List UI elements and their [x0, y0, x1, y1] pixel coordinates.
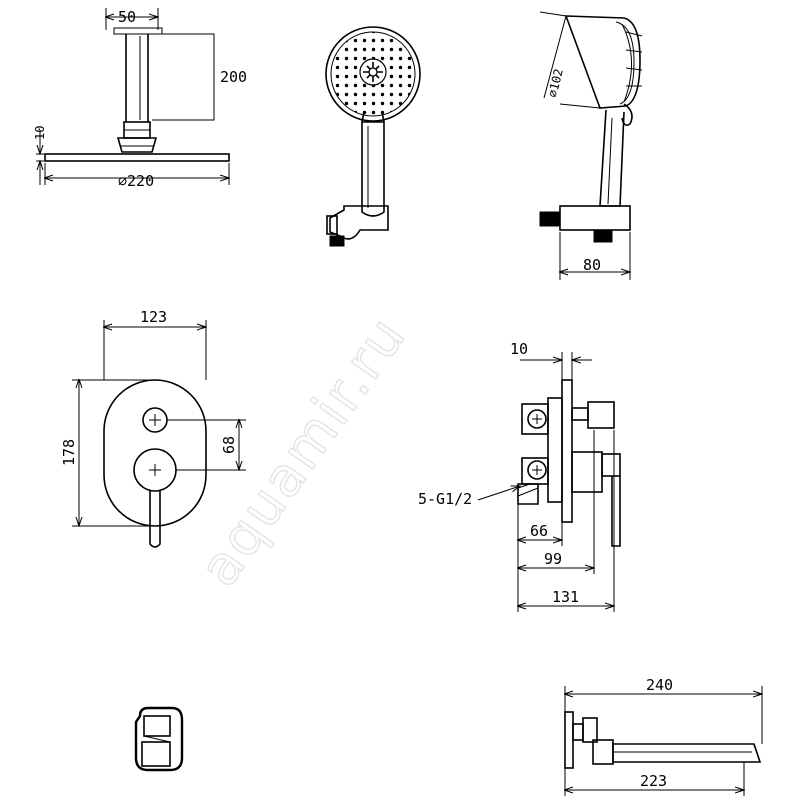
mixer-side-view: 10 5-G1/2 66 [418, 340, 621, 612]
side-shower-head [564, 15, 641, 109]
side-hose-connector [593, 229, 613, 243]
spout-pipe [612, 743, 762, 763]
dim-diameter: ⌀220 [118, 172, 154, 190]
dim-depth-99: 99 [544, 550, 562, 568]
hand-shower-holder [329, 205, 389, 240]
spout-swivel [582, 717, 598, 743]
hose-connector [329, 235, 345, 247]
diverter-knob-side [587, 401, 615, 429]
hand-shower-head [325, 26, 421, 122]
dim-spout-reach: 223 [640, 772, 667, 790]
dim-depth-66: 66 [530, 522, 548, 540]
spout-wall-plate [564, 711, 574, 769]
hand-shower-front-view [325, 26, 421, 247]
shower-head-plate [44, 153, 230, 162]
dim-mixer-width: 123 [140, 308, 167, 326]
handle-base-side [571, 451, 603, 493]
dim-handle-spacing: 68 [220, 436, 238, 454]
hand-shower-handle [361, 122, 385, 217]
dim-mixer-height: 178 [60, 439, 78, 466]
mixer-lever [149, 491, 161, 548]
mixer-wall-plate [561, 379, 573, 523]
dim-height: 200 [220, 68, 247, 86]
overhead-shower-view: 50 200 10 ⌀220 [33, 8, 247, 190]
dim-top-width: 50 [118, 8, 136, 26]
hand-shower-side-view: ⌀102 80 [539, 11, 643, 280]
spout-side-view: 240 223 [565, 676, 762, 796]
mixer-cover-plate [103, 379, 207, 527]
dim-head-diameter: ⌀102 [545, 67, 566, 98]
dim-bracket-width: 80 [583, 256, 601, 274]
dim-depth-131: 131 [552, 588, 579, 606]
dim-thickness: 10 [33, 126, 47, 140]
spout-rosette [134, 706, 184, 772]
mixer-body [547, 397, 563, 503]
dim-total-length: 240 [646, 676, 673, 694]
mixer-front-view: 123 178 68 [60, 308, 246, 548]
dim-plate-thickness: 10 [510, 340, 528, 358]
upper-inlet [521, 403, 549, 435]
lever-side [611, 476, 621, 547]
ceiling-mount [113, 27, 163, 35]
spout-outlet-front [141, 741, 171, 767]
wall-bracket [559, 205, 631, 231]
thread-callout: 5-G1/2 [418, 490, 472, 508]
spout-front-view [134, 706, 184, 772]
bottom-outlet [517, 483, 539, 505]
